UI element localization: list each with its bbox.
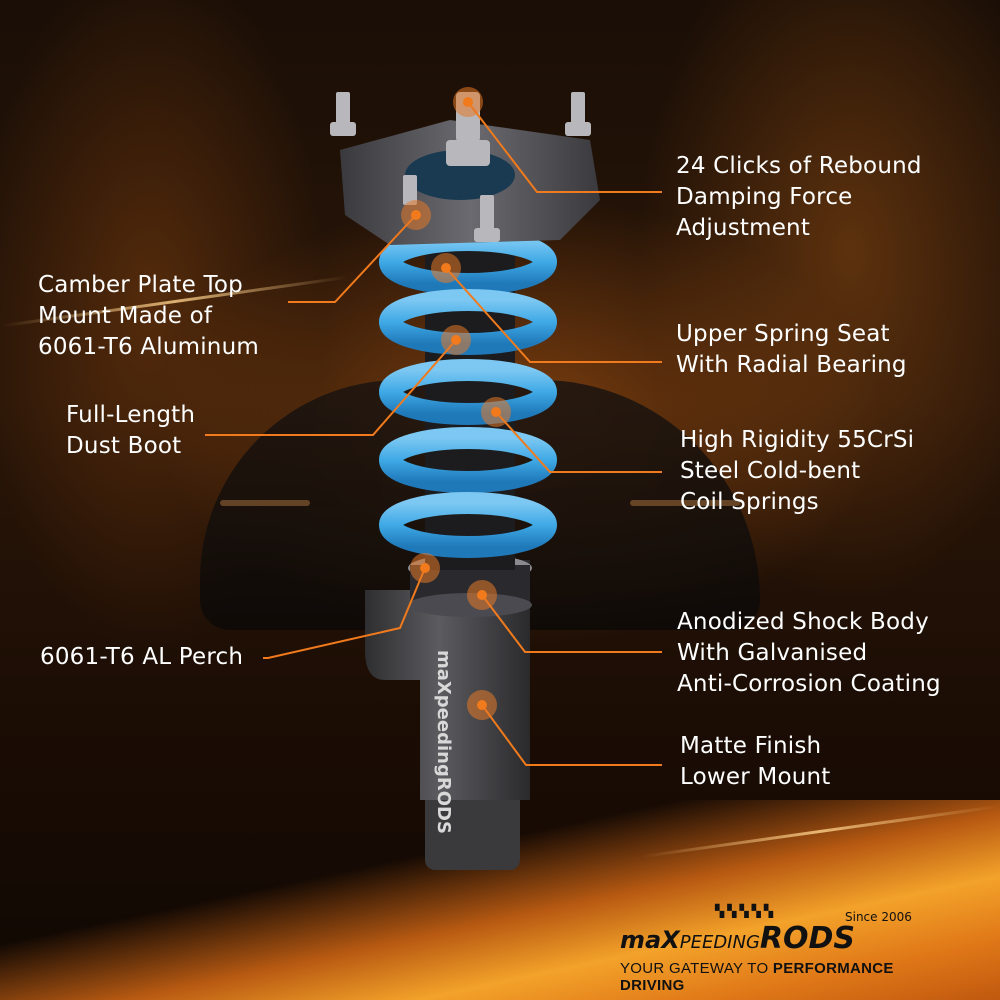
callout-upper-spring-seat: Upper Spring Seat With Radial Bearing (676, 319, 907, 381)
callout-camber-plate: Camber Plate Top Mount Made of 6061-T6 A… (38, 270, 259, 363)
hotspot-rebound-adjuster (453, 87, 483, 117)
body-brand-print: maXpeedingRODS (433, 650, 454, 834)
headlight (630, 500, 740, 506)
tagline-light: YOUR GATEWAY TO (620, 960, 773, 977)
callout-coil-springs: High Rigidity 55CrSi Steel Cold-bent Coi… (680, 425, 914, 518)
brand-mid: PEEDING (679, 932, 760, 953)
hotspot-shock-body (467, 580, 497, 610)
callout-line: With Radial Bearing (676, 352, 907, 378)
hotspot-spring-seat (431, 253, 461, 283)
callout-line: Adjustment (676, 215, 811, 241)
callout-line: Damping Force (676, 184, 853, 210)
callout-line: High Rigidity 55CrSi (680, 427, 915, 453)
callout-line: 24 Clicks of Rebound (676, 153, 922, 179)
callout-line: Camber Plate Top (38, 272, 243, 298)
tagline-bold: PERFORMANCE DRIVING (620, 960, 894, 994)
callout-rebound-adjustment: 24 Clicks of Rebound Damping Force Adjus… (676, 151, 922, 244)
callout-line: Lower Mount (680, 764, 831, 790)
callout-line: With Galvanised (677, 640, 868, 666)
hotspot-lower-mount (467, 690, 497, 720)
callout-line: 6061-T6 Aluminum (38, 334, 259, 360)
hotspot-perch (410, 553, 440, 583)
hotspot-dust-boot (441, 325, 471, 355)
brand-tagline: YOUR GATEWAY TO PERFORMANCE DRIVING (620, 960, 950, 994)
since-badge: Since 2006 (845, 910, 912, 924)
brand-suffix: RODS (759, 921, 856, 956)
callout-al-perch: 6061-T6 AL Perch (40, 642, 243, 673)
callout-line: Anodized Shock Body (677, 609, 929, 635)
hotspot-coil-springs (481, 397, 511, 427)
hotspot-camber-plate (401, 200, 431, 230)
callout-shock-body: Anodized Shock Body With Galvanised Anti… (677, 607, 941, 700)
callout-line: Upper Spring Seat (676, 321, 890, 347)
callout-line: 6061-T6 AL Perch (40, 644, 244, 670)
brand-wordmark: maXPEEDINGRODS (620, 924, 950, 958)
callout-lower-mount: Matte Finish Lower Mount (680, 731, 831, 793)
callout-line: Matte Finish (680, 733, 822, 759)
brand-prefix: maX (620, 926, 680, 954)
callout-line: Dust Boot (66, 433, 182, 459)
callout-line: Anti-Corrosion Coating (677, 671, 941, 697)
brand-logo: ▚▚▚▚▚ Since 2006 maXPEEDINGRODS YOUR GAT… (620, 904, 950, 994)
callout-line: Full-Length (66, 402, 196, 428)
callout-line: Steel Cold-bent (680, 458, 861, 484)
headlight (220, 500, 310, 506)
callout-dust-boot: Full-Length Dust Boot (66, 400, 195, 462)
callout-line: Coil Springs (680, 489, 819, 515)
callout-line: Mount Made of (38, 303, 213, 329)
checkered-flag-icon: ▚▚▚▚▚ (715, 904, 777, 918)
